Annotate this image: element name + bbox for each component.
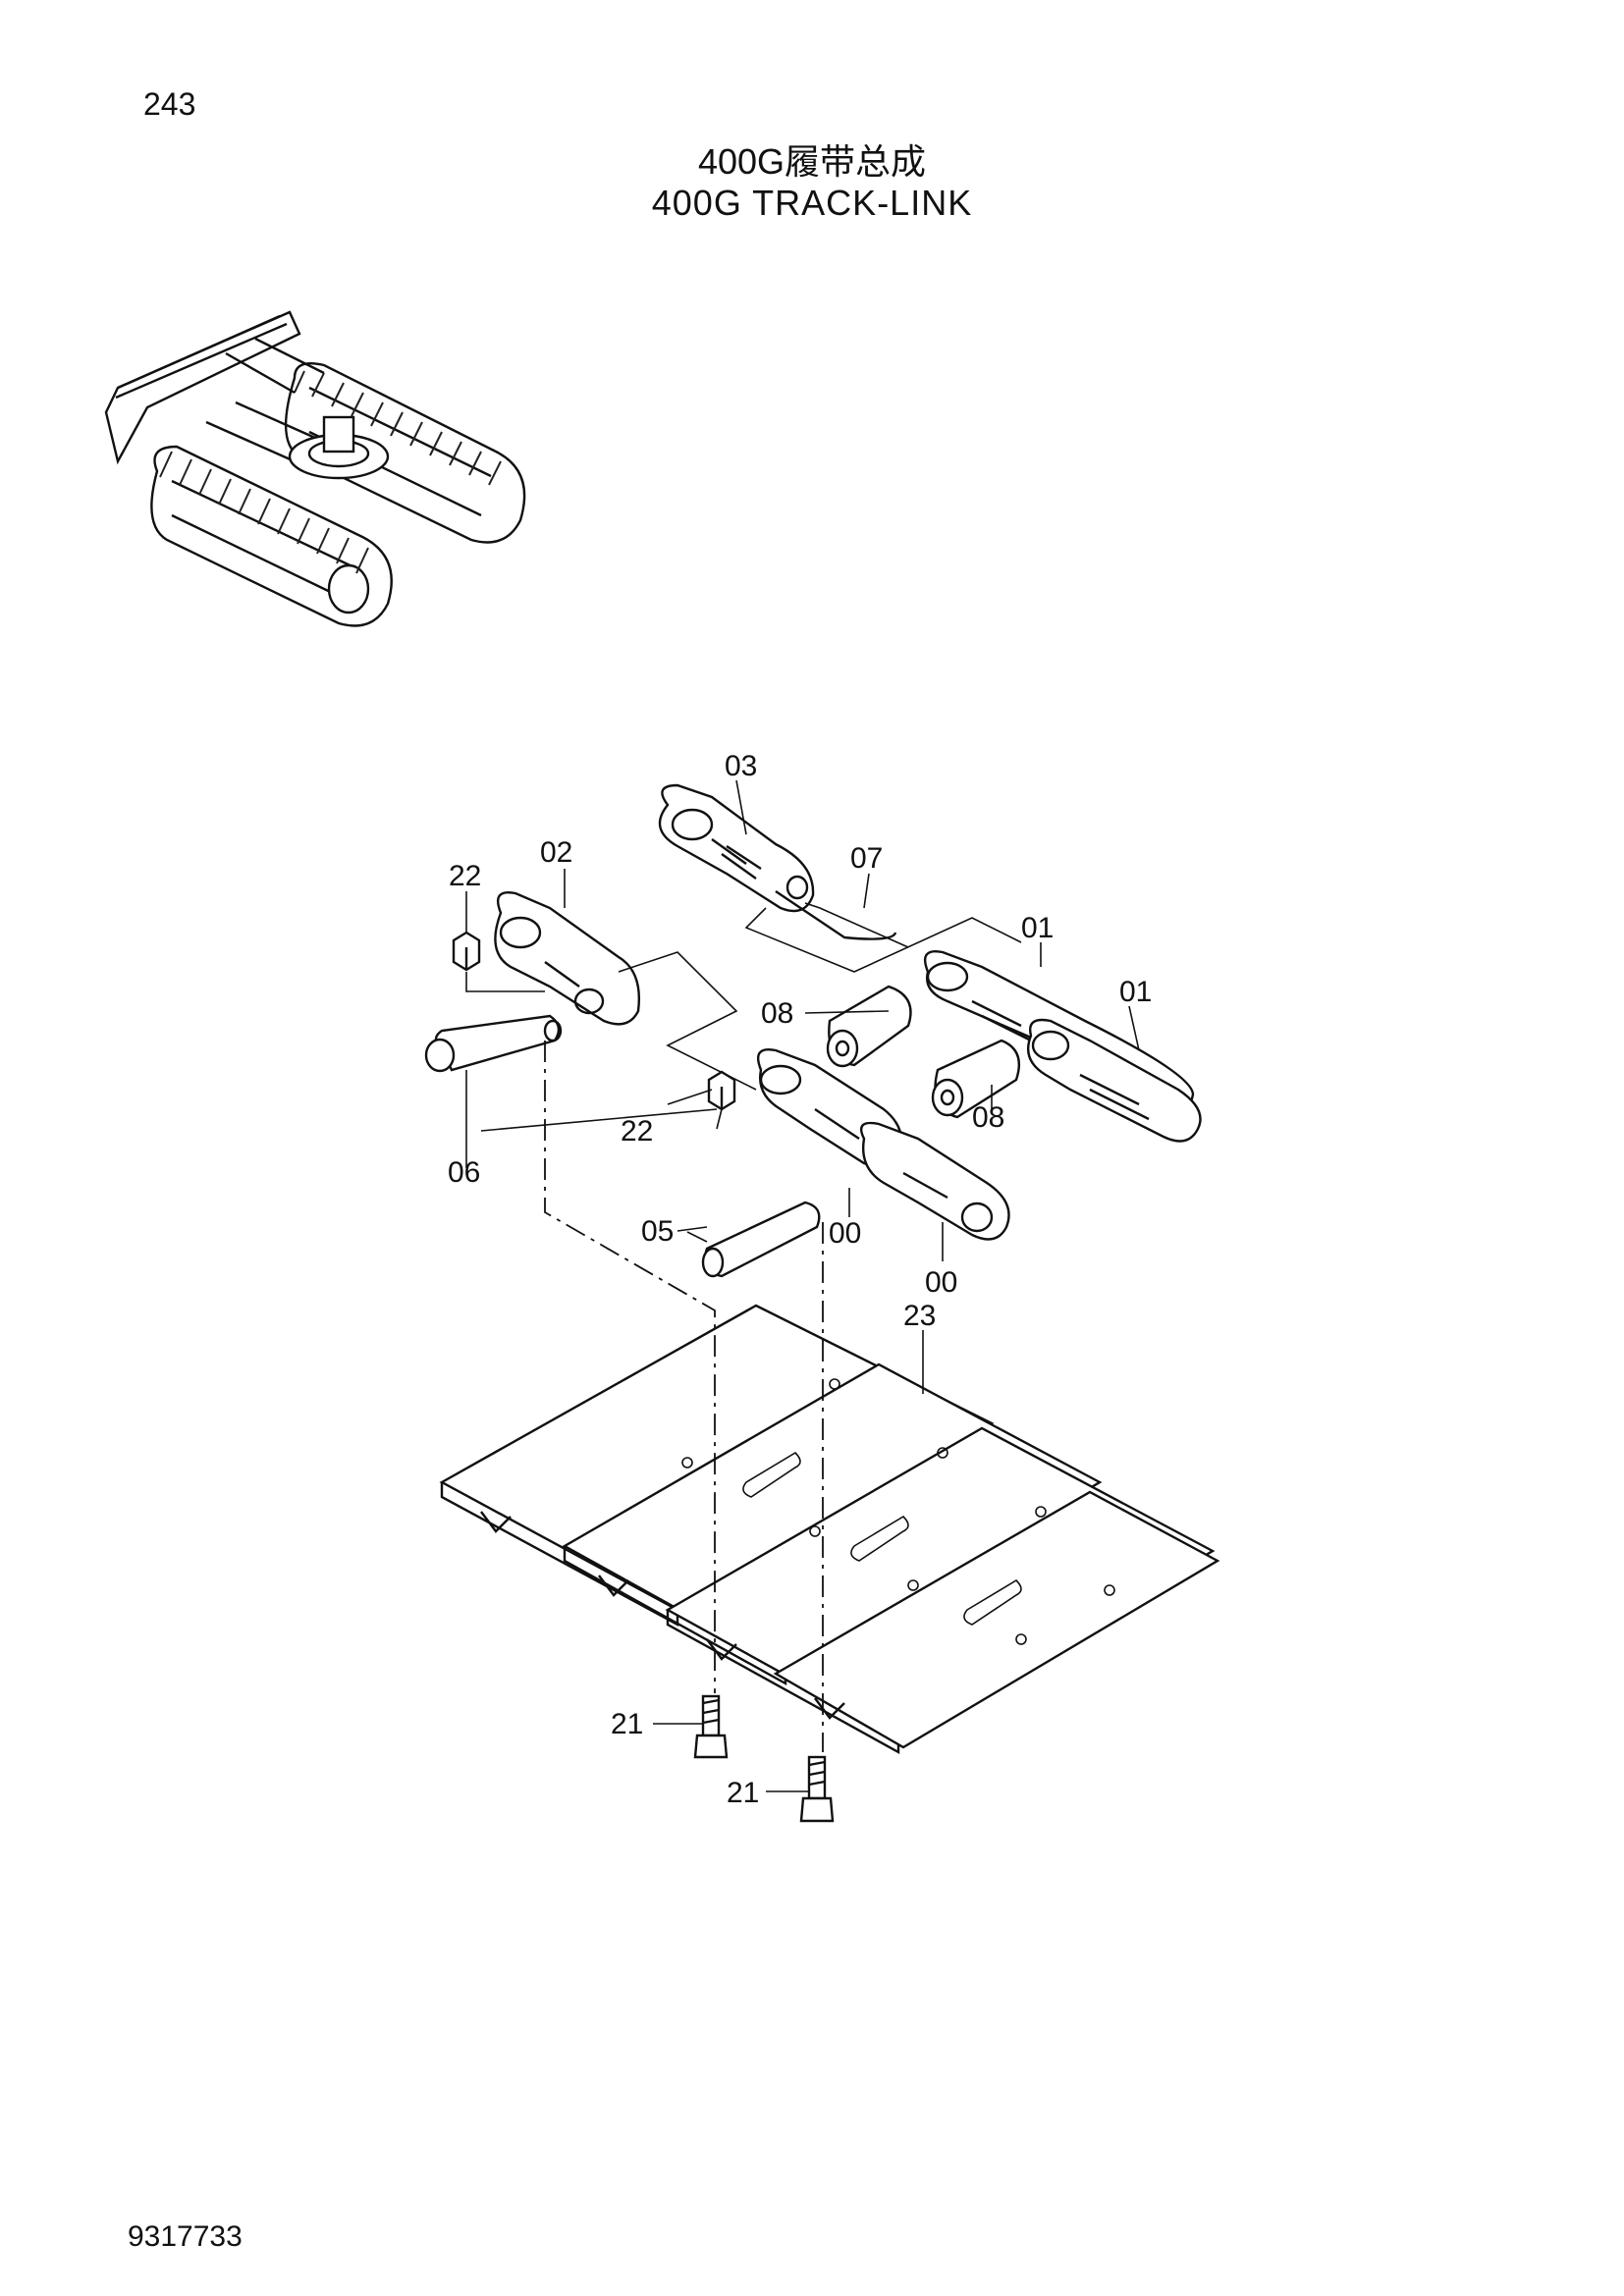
pin-05 (701, 1201, 821, 1278)
callout-21-left: 21 (611, 1708, 643, 1740)
callout-00-lower: 00 (925, 1266, 957, 1299)
callouts: 03 02 22 07 01 01 08 08 22 06 05 00 00 2… (448, 750, 1152, 1809)
link-01-pair (923, 950, 1202, 1143)
callout-01-upper: 01 (1021, 912, 1054, 944)
pin-06 (424, 1014, 563, 1073)
callout-23: 23 (903, 1300, 936, 1332)
bolt-21-right (799, 1755, 835, 1823)
callout-22-upper: 22 (449, 860, 481, 892)
callout-22-lower: 22 (621, 1115, 653, 1148)
callout-01-lower: 01 (1119, 976, 1152, 1008)
link-03 (658, 783, 909, 948)
callout-00-upper: 00 (829, 1217, 861, 1250)
callout-21-right: 21 (727, 1777, 759, 1809)
undercarriage-thumbnail (104, 310, 526, 627)
callout-07: 07 (850, 842, 883, 875)
leader-lines (465, 779, 1140, 1792)
callout-05: 05 (641, 1215, 674, 1248)
document-code: 9317733 (128, 2220, 243, 2253)
callout-06: 06 (448, 1156, 480, 1189)
link-00-pair (756, 1048, 1010, 1241)
bolt-21-left (693, 1694, 729, 1759)
callout-08-upper: 08 (761, 997, 793, 1030)
bushing-08-lower (931, 1039, 1021, 1119)
nut-22-upper (452, 931, 481, 972)
title-chinese: 400G履带总成 (697, 141, 927, 182)
callout-08-lower: 08 (972, 1101, 1004, 1134)
track-shoes-23 (439, 1304, 1220, 1755)
callout-02: 02 (540, 836, 572, 869)
link-02 (494, 891, 640, 1026)
assembly-lines (465, 907, 1022, 1752)
title-english: 400G TRACK-LINK (651, 183, 973, 223)
page-number: 243 (143, 86, 196, 122)
bushing-08-upper (826, 985, 912, 1068)
callout-03: 03 (725, 750, 757, 782)
